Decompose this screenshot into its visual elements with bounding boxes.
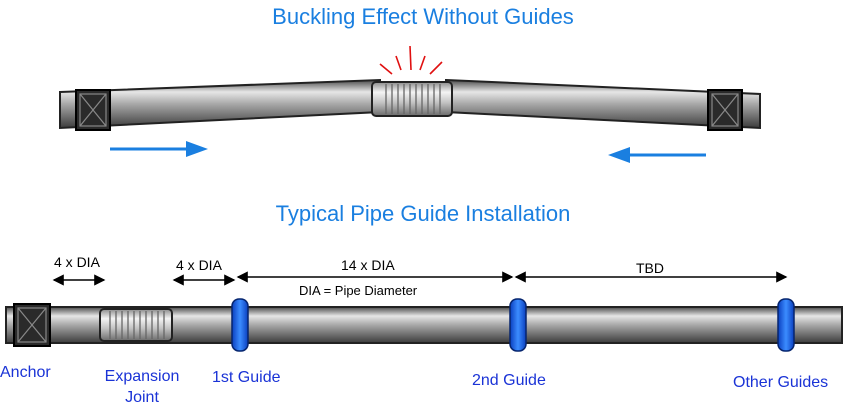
dim-beyond: TBD xyxy=(636,260,664,276)
anchor-left-top xyxy=(75,89,111,131)
label-first-guide: 1st Guide xyxy=(212,369,281,386)
force-arrow-right xyxy=(608,147,706,163)
label-anchor: Anchor xyxy=(0,364,51,381)
force-arrow-left xyxy=(110,141,208,157)
guide-first xyxy=(231,298,249,352)
label-other-guides: Other Guides xyxy=(733,374,829,391)
label-expansion-joint: Expansion Joint xyxy=(94,366,190,408)
title-buckling: Buckling Effect Without Guides xyxy=(272,4,574,29)
anchor-bottom xyxy=(13,303,51,347)
dim-first-to-second-guide: 14 x DIA xyxy=(341,257,395,273)
dim-note: DIA = Pipe Diameter xyxy=(299,283,418,298)
buckled-expansion-joint xyxy=(371,81,453,117)
dim-anchor-to-joint: 4 x DIA xyxy=(54,254,100,270)
guide-other xyxy=(777,298,795,352)
stress-spark-icon xyxy=(379,45,443,75)
label-expansion-joint-line2: Joint xyxy=(125,389,159,406)
label-second-guide: 2nd Guide xyxy=(472,372,546,389)
guide-second xyxy=(509,298,527,352)
dimension-lines xyxy=(52,271,788,286)
expansion-joint xyxy=(99,308,173,342)
anchor-right-top xyxy=(707,89,743,131)
title-installation: Typical Pipe Guide Installation xyxy=(275,201,571,226)
dim-joint-to-first-guide: 4 x DIA xyxy=(176,257,222,273)
label-expansion-joint-line1: Expansion xyxy=(104,368,180,385)
